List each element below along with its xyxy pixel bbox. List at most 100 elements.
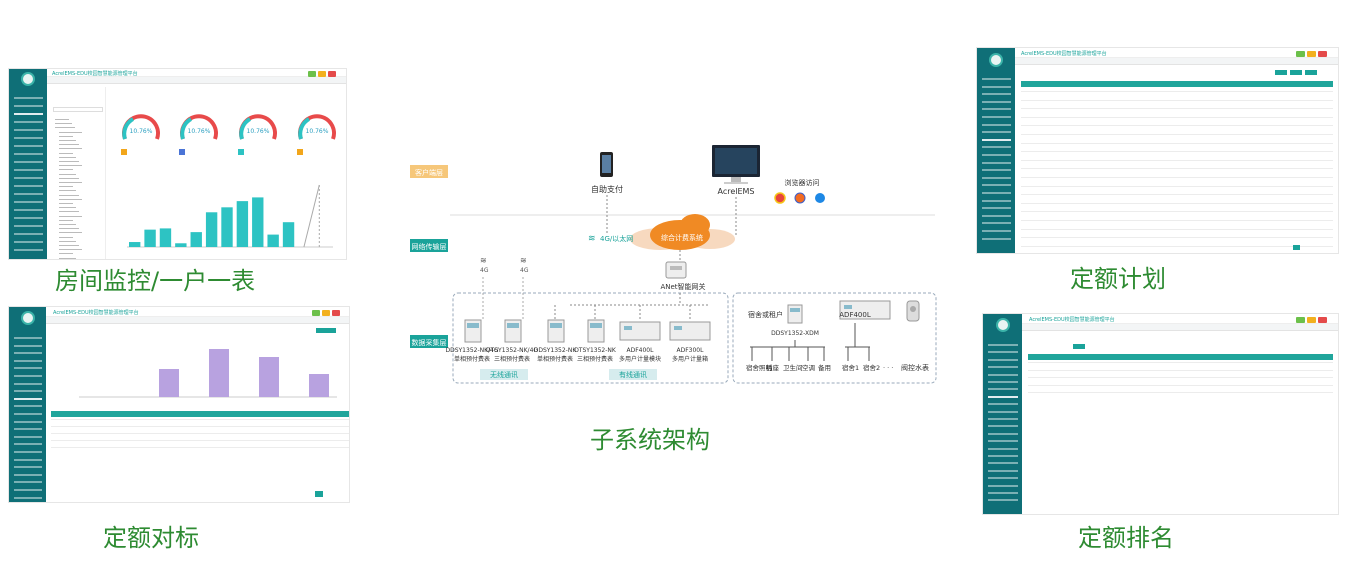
green-button[interactable] bbox=[1296, 51, 1305, 57]
sidebar-item[interactable] bbox=[14, 97, 43, 99]
sidebar-item[interactable] bbox=[988, 477, 1018, 480]
sidebar-item[interactable] bbox=[14, 359, 42, 362]
red-button[interactable] bbox=[328, 71, 336, 77]
sidebar-item[interactable] bbox=[988, 358, 1018, 361]
sidebar-item[interactable] bbox=[14, 397, 42, 400]
sidebar-item[interactable] bbox=[14, 481, 42, 484]
sidebar-item[interactable] bbox=[14, 121, 43, 123]
sidebar-item[interactable] bbox=[988, 351, 1018, 354]
sidebar-item[interactable] bbox=[988, 447, 1018, 450]
sidebar-item[interactable] bbox=[988, 440, 1018, 443]
pagination[interactable] bbox=[1293, 245, 1300, 250]
sidebar-item[interactable] bbox=[14, 405, 42, 408]
sidebar-item[interactable] bbox=[14, 201, 43, 203]
sidebar-item[interactable] bbox=[14, 169, 43, 171]
sidebar-item[interactable] bbox=[982, 154, 1011, 156]
red-button[interactable] bbox=[1318, 51, 1327, 57]
sidebar-item[interactable] bbox=[14, 382, 42, 385]
sidebar-item[interactable] bbox=[982, 93, 1011, 96]
sidebar-item[interactable] bbox=[14, 185, 43, 187]
sidebar-item[interactable] bbox=[14, 435, 42, 438]
sidebar-item[interactable] bbox=[982, 85, 1011, 88]
sidebar-item[interactable] bbox=[14, 473, 42, 476]
sidebar-item[interactable] bbox=[14, 137, 43, 139]
sidebar-item[interactable] bbox=[14, 217, 43, 219]
sidebar-item[interactable] bbox=[988, 455, 1018, 457]
sidebar-item[interactable] bbox=[982, 131, 1011, 134]
sidebar-item[interactable] bbox=[14, 458, 42, 461]
sidebar-item[interactable] bbox=[988, 462, 1018, 465]
sidebar-item[interactable] bbox=[988, 381, 1018, 383]
sidebar-item[interactable] bbox=[988, 418, 1018, 420]
sidebar-item[interactable] bbox=[982, 237, 1011, 240]
sidebar-item[interactable] bbox=[988, 403, 1018, 406]
sidebar-item[interactable] bbox=[14, 489, 42, 491]
sidebar-item[interactable] bbox=[988, 499, 1018, 502]
red-button[interactable] bbox=[332, 310, 340, 316]
sidebar-item[interactable] bbox=[982, 169, 1011, 172]
sidebar-item[interactable] bbox=[14, 177, 43, 179]
sidebar-item[interactable] bbox=[988, 432, 1018, 435]
sidebar-item[interactable] bbox=[988, 366, 1018, 369]
sidebar-item[interactable] bbox=[14, 153, 43, 155]
sidebar-item[interactable] bbox=[14, 428, 42, 431]
sidebar-item[interactable] bbox=[982, 199, 1011, 202]
yellow-button[interactable] bbox=[1307, 51, 1316, 57]
sidebar-item[interactable] bbox=[14, 129, 43, 131]
sidebar-item[interactable] bbox=[14, 496, 42, 499]
sidebar-item[interactable] bbox=[14, 225, 43, 227]
yellow-button[interactable] bbox=[318, 71, 326, 77]
sidebar-item[interactable] bbox=[14, 420, 42, 423]
sidebar-item[interactable] bbox=[14, 113, 43, 115]
sidebar-item[interactable] bbox=[14, 337, 42, 339]
sidebar-item[interactable] bbox=[982, 230, 1011, 232]
sidebar-item[interactable] bbox=[14, 451, 42, 453]
sidebar-item[interactable] bbox=[14, 443, 42, 446]
pagination[interactable] bbox=[315, 491, 323, 497]
sidebar-item[interactable] bbox=[988, 373, 1018, 376]
sidebar-item[interactable] bbox=[14, 466, 42, 469]
sidebar-item[interactable] bbox=[14, 413, 42, 415]
sidebar-item[interactable] bbox=[982, 214, 1011, 217]
sidebar-item[interactable] bbox=[982, 161, 1011, 164]
sidebar-item[interactable] bbox=[988, 395, 1018, 398]
sidebar-item[interactable] bbox=[982, 184, 1011, 187]
sidebar-item[interactable] bbox=[988, 484, 1018, 487]
sidebar-item[interactable] bbox=[982, 108, 1011, 111]
green-button[interactable] bbox=[312, 310, 320, 316]
sidebar-item[interactable] bbox=[14, 367, 42, 370]
sidebar-item[interactable] bbox=[14, 375, 42, 377]
sidebar-item[interactable] bbox=[982, 78, 1011, 80]
sidebar-item[interactable] bbox=[14, 193, 43, 195]
sidebar-item[interactable] bbox=[982, 100, 1011, 103]
green-button[interactable] bbox=[308, 71, 316, 77]
sidebar-item[interactable] bbox=[14, 352, 42, 355]
sidebar-item[interactable] bbox=[14, 161, 43, 163]
sidebar-item[interactable] bbox=[14, 145, 43, 147]
sidebar-item[interactable] bbox=[988, 469, 1018, 472]
yellow-button[interactable] bbox=[322, 310, 330, 316]
red-button[interactable] bbox=[1318, 317, 1327, 323]
sidebar-item[interactable] bbox=[988, 388, 1018, 391]
sidebar-item[interactable] bbox=[14, 209, 43, 211]
sidebar-item[interactable] bbox=[988, 492, 1018, 494]
sidebar-item[interactable] bbox=[14, 390, 42, 393]
sidebar-item[interactable] bbox=[14, 249, 43, 251]
sidebar-item[interactable] bbox=[982, 123, 1011, 126]
sidebar-item[interactable] bbox=[982, 146, 1011, 149]
sidebar-item[interactable] bbox=[982, 116, 1011, 118]
sidebar-item[interactable] bbox=[988, 344, 1018, 346]
sidebar-item[interactable] bbox=[14, 241, 43, 243]
sidebar-item[interactable] bbox=[14, 105, 43, 107]
sidebar-item[interactable] bbox=[982, 192, 1011, 194]
sidebar-item[interactable] bbox=[14, 344, 42, 347]
sidebar-item[interactable] bbox=[982, 222, 1011, 225]
sidebar-item[interactable] bbox=[988, 425, 1018, 428]
sidebar-item[interactable] bbox=[982, 138, 1011, 141]
sidebar-item[interactable] bbox=[982, 207, 1011, 210]
green-button[interactable] bbox=[1296, 317, 1305, 323]
yellow-button[interactable] bbox=[1307, 317, 1316, 323]
sidebar-item[interactable] bbox=[14, 233, 43, 235]
sidebar-item[interactable] bbox=[982, 176, 1011, 179]
sidebar-item[interactable] bbox=[988, 410, 1018, 413]
